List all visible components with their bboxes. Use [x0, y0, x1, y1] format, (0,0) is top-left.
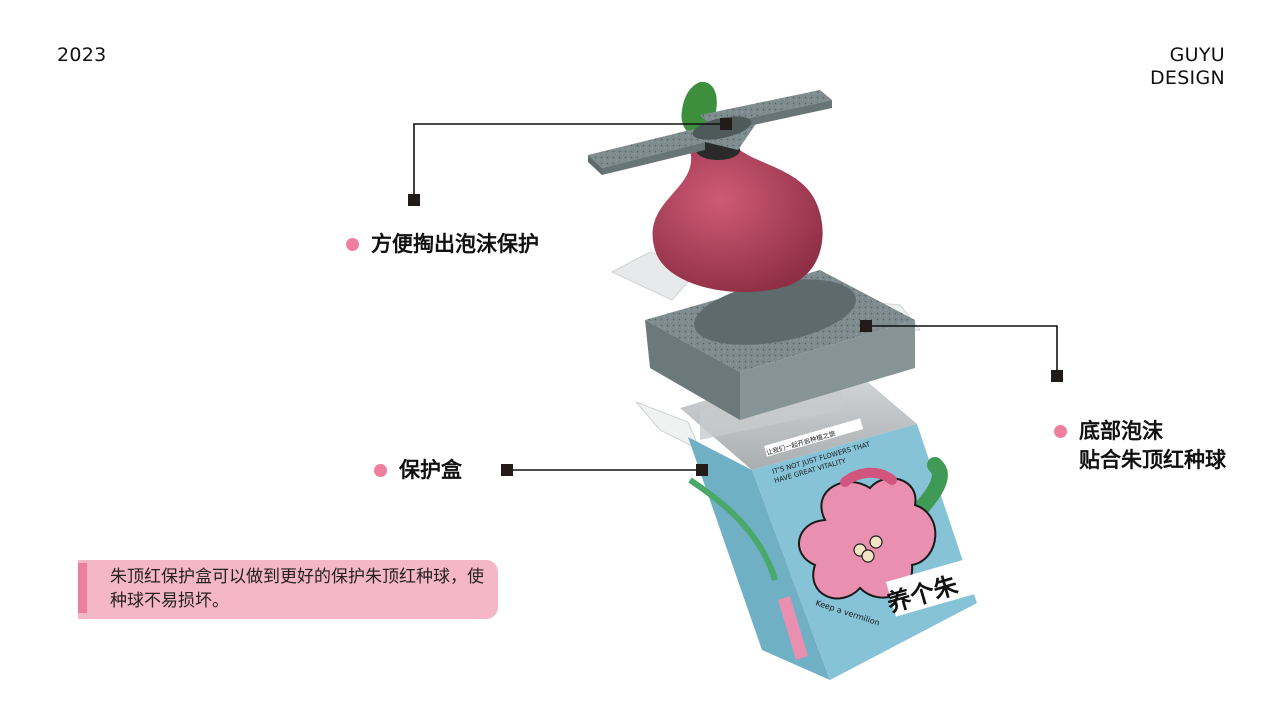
flower-graphic	[798, 477, 937, 600]
note-text: 朱顶红保护盒可以做到更好的保护朱顶红种球，使种球不易损坏。	[110, 567, 484, 611]
description-note: 朱顶红保护盒可以做到更好的保护朱顶红种球，使种球不易损坏。	[78, 560, 498, 619]
callout-box: 保护盒	[374, 456, 462, 485]
year-label: 2023	[57, 44, 107, 66]
callout-box-text: 保护盒	[399, 458, 462, 482]
callout-markers	[408, 118, 1063, 476]
marker-bottom-foam-label	[1051, 370, 1063, 382]
callout-bottom-foam-line-2: 贴合朱顶红种球	[1079, 448, 1226, 472]
top-foam-line	[413, 123, 726, 200]
bottom-foam	[645, 270, 915, 420]
callout-bottom-foam: 底部泡沫 贴合朱顶红种球	[1054, 417, 1226, 475]
bullet-dot	[374, 464, 387, 477]
callout-lines	[413, 123, 1058, 471]
marker-top-foam-end	[720, 118, 732, 130]
callout-top-foam-text: 方便掏出泡沫保护	[371, 232, 539, 256]
callout-bottom-foam-line-1: 底部泡沫	[1079, 419, 1163, 443]
top-foam	[588, 90, 832, 175]
callout-top-foam: 方便掏出泡沫保护	[346, 230, 539, 259]
callout-bottom-foam-text: 底部泡沫 贴合朱顶红种球	[1079, 417, 1226, 475]
marker-top-foam-label	[408, 194, 420, 206]
bottom-foam-line	[866, 325, 1058, 376]
marker-box-end	[696, 464, 708, 476]
brand-line-1: GUYU	[1169, 44, 1225, 66]
box-cn-tag-bg	[764, 418, 864, 457]
note-accent-bar	[78, 563, 87, 613]
marker-bottom-foam-start	[860, 320, 872, 332]
box-body: 让我们一起开启种植之旅 IT'S NOT JUST FLOWERS THAT H…	[688, 418, 977, 680]
bullet-dot	[346, 238, 359, 251]
bullet-dot	[1054, 425, 1067, 438]
brand-label: GUYU DESIGN	[1150, 44, 1225, 90]
brand-line-2: DESIGN	[1149, 67, 1225, 89]
marker-box-label	[501, 464, 513, 476]
